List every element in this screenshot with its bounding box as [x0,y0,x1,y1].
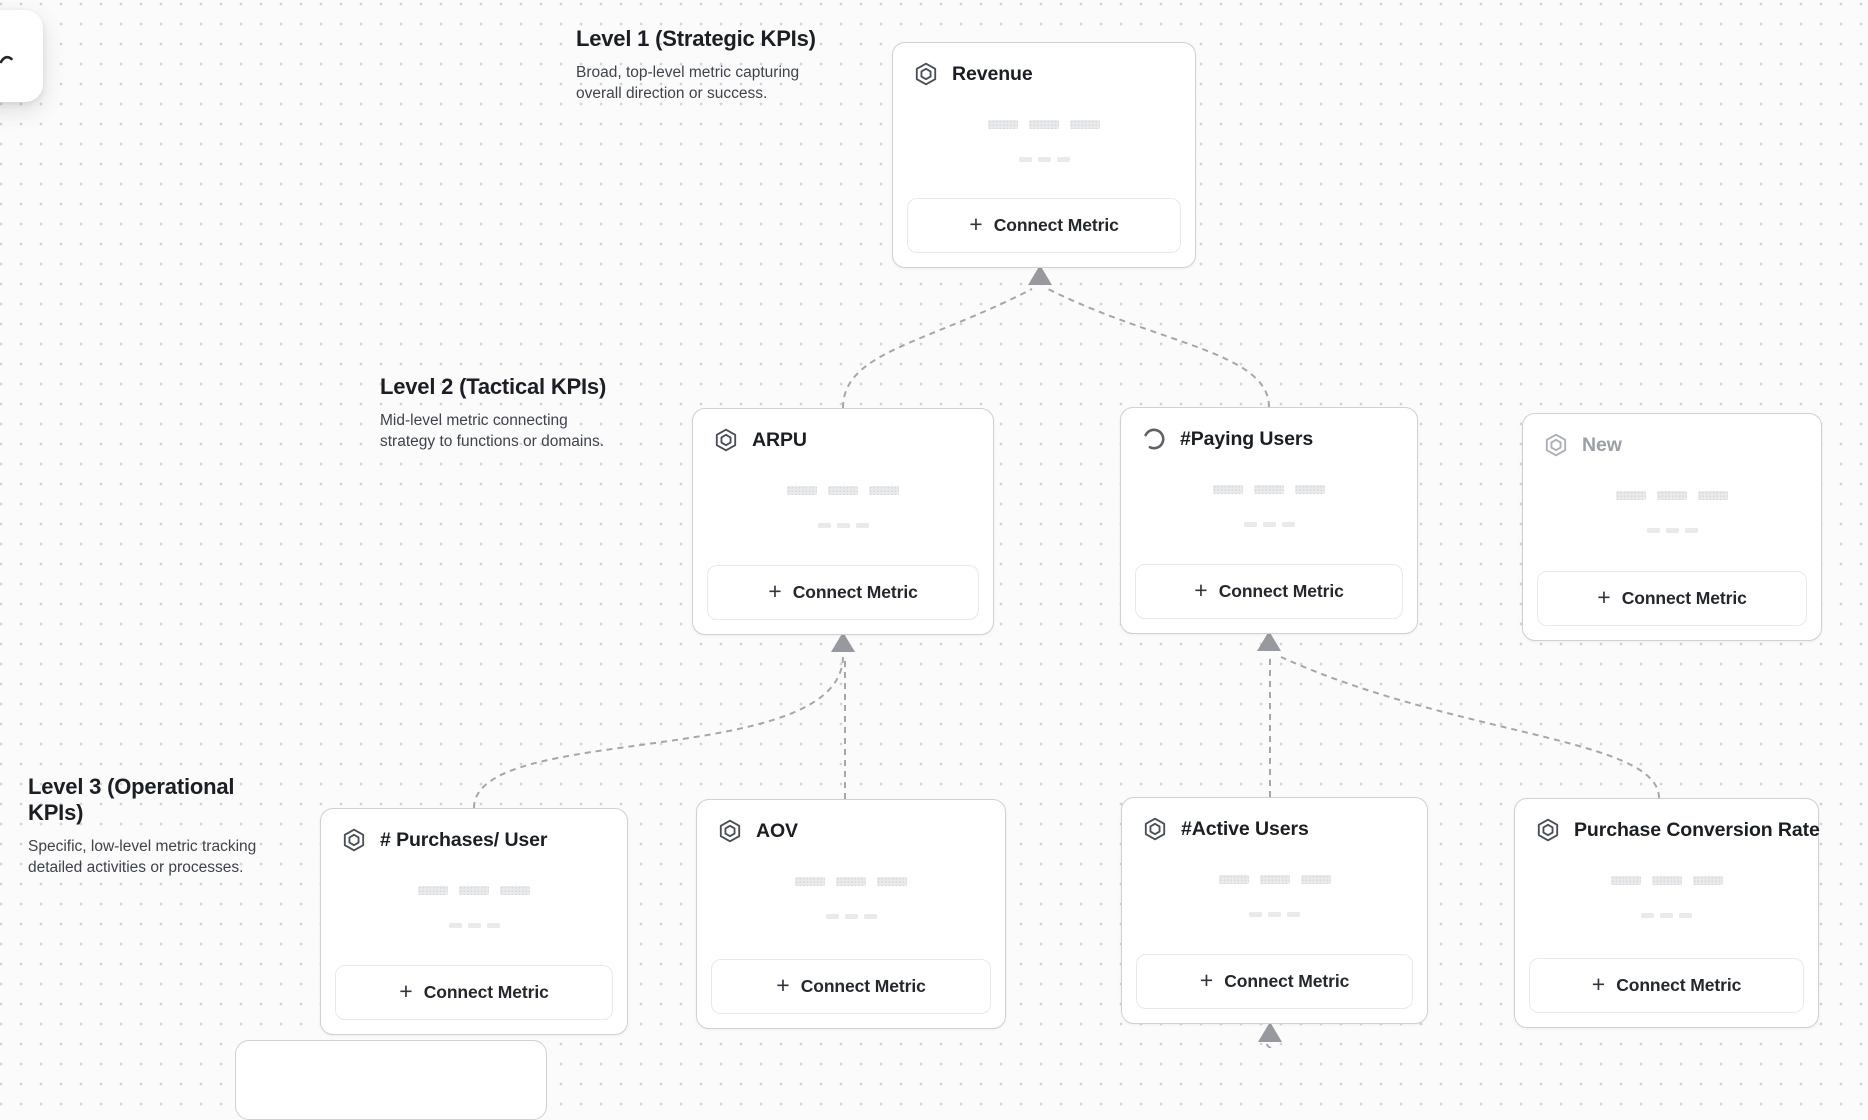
metric-skeleton-row [1523,528,1821,533]
metric-skeleton-row [693,523,993,528]
metric-card-aov[interactable]: AOV + Connect Metric [696,799,1006,1029]
connect-metric-label: Connect Metric [1218,581,1344,601]
metric-title: New [1582,433,1622,456]
metric-skeleton-row [1121,522,1417,527]
metric-card-partial[interactable] [235,1040,547,1120]
spinner-icon [1141,426,1167,452]
metric-card-revenue[interactable]: Revenue + Connect Metric [892,42,1196,268]
metric-title: Purchase Conversion Rate [1574,818,1820,841]
metric-skeleton-row [1122,912,1427,917]
metric-card-purchase-conversion-rate[interactable]: Purchase Conversion Rate + Connect Metri… [1514,798,1820,1028]
connect-metric-button[interactable]: + Connect Metric [1529,958,1804,1013]
level-2-title: Level 2 (Tactical KPIs) [380,374,607,399]
connect-metric-button[interactable]: + Connect Metric [1135,564,1403,619]
floating-panel[interactable] [0,10,43,102]
level-1-label: Level 1 (Strategic KPIs) Broad, top-leve… [576,26,826,104]
card-header: Purchase Conversion Rate [1535,817,1820,843]
connector-arpu-to-revenue [842,288,1033,409]
metric-card-paying-users[interactable]: #Paying Users + Connect Metric [1120,407,1418,634]
connect-metric-label: Connect Metric [1224,971,1350,991]
hexagon-metric-icon [913,61,939,87]
plus-icon: + [1597,584,1611,610]
connect-metric-button[interactable]: + Connect Metric [335,965,613,1020]
plus-icon: + [1194,577,1208,603]
metric-skeleton-row [697,877,1005,886]
connector-bottom-stub [1266,1040,1272,1048]
metric-skeleton-row [693,486,993,495]
connector-payingusers-to-revenue [1047,288,1270,408]
card-header: AOV [717,818,798,844]
metric-title: AOV [756,819,798,842]
card-header: New [1543,432,1622,458]
hexagon-metric-icon [1535,817,1561,843]
plus-icon: + [776,972,790,998]
metric-card-arpu[interactable]: ARPU + Connect Metric [692,408,994,635]
metric-skeleton-row [1121,485,1417,494]
metric-skeleton-row [321,923,627,928]
plus-icon: + [1591,971,1606,997]
connect-metric-label: Connect Metric [792,582,918,602]
connect-metric-button[interactable]: + Connect Metric [1537,571,1807,626]
connect-metric-label: Connect Metric [800,976,926,996]
arrowhead-into-payingusers [1257,631,1281,651]
hexagon-metric-icon [1543,432,1569,458]
metric-skeleton-row [1515,876,1818,885]
connect-metric-button[interactable]: + Connect Metric [907,198,1181,253]
arrowhead-into-activeusers [1258,1022,1282,1042]
level-2-label: Level 2 (Tactical KPIs) Mid-level metric… [380,374,620,452]
metric-card-purchases-per-user[interactable]: # Purchases/ User + Connect Metric [320,808,628,1035]
metric-skeleton-row [1515,913,1818,918]
metric-skeleton-row [893,157,1195,162]
connect-metric-button[interactable]: + Connect Metric [1136,954,1413,1009]
metric-title: #Active Users [1181,817,1309,840]
level-1-description: Broad, top-level metric capturing overal… [576,64,800,102]
level-3-label: Level 3 (Operational KPIs) Specific, low… [28,774,280,878]
hexagon-metric-icon [713,427,739,453]
card-header: Revenue [913,61,1033,87]
connect-metric-button[interactable]: + Connect Metric [707,565,979,620]
connector-pcr-to-payingusers [1280,656,1660,799]
metric-skeleton-row [893,120,1195,129]
arrowhead-into-arpu [831,632,855,652]
metric-title: ARPU [752,428,807,451]
connect-metric-button[interactable]: + Connect Metric [711,959,991,1014]
metric-title: # Purchases/ User [380,828,548,851]
plus-icon: + [969,211,983,237]
plus-icon: + [768,578,782,604]
hexagon-metric-icon [341,827,367,853]
connect-metric-label: Connect Metric [423,982,549,1002]
metric-title: #Paying Users [1180,427,1314,450]
connect-metric-label: Connect Metric [993,215,1119,235]
card-header: ARPU [713,427,807,453]
metric-card-new[interactable]: New + Connect Metric [1522,413,1822,641]
metric-card-active-users[interactable]: #Active Users + Connect Metric [1121,797,1428,1024]
metric-skeleton-row [1523,491,1821,500]
card-header: # Purchases/ User [341,827,548,853]
plus-icon: + [399,978,413,1004]
level-3-title: Level 3 (Operational KPIs) [28,774,235,825]
connect-metric-label: Connect Metric [1621,588,1747,608]
plus-icon: + [1199,967,1214,993]
metric-title: Revenue [952,62,1033,85]
hexagon-metric-icon [1142,816,1168,842]
level-3-description: Specific, low-level metric tracking deta… [28,838,257,876]
metric-skeleton-row [697,914,1005,919]
level-2-description: Mid-level metric connecting strategy to … [380,412,605,450]
hexagon-metric-icon [717,818,743,844]
metric-skeleton-row [1122,875,1427,884]
arrowhead-into-revenue [1028,265,1052,285]
card-header: #Active Users [1142,816,1309,842]
metric-skeleton-row [321,886,627,895]
card-header: #Paying Users [1141,426,1313,452]
level-1-title: Level 1 (Strategic KPIs) [576,26,816,51]
connect-metric-label: Connect Metric [1616,975,1742,995]
connector-purchases-to-arpu [473,655,844,809]
panel-cursor-icon [0,55,13,64]
